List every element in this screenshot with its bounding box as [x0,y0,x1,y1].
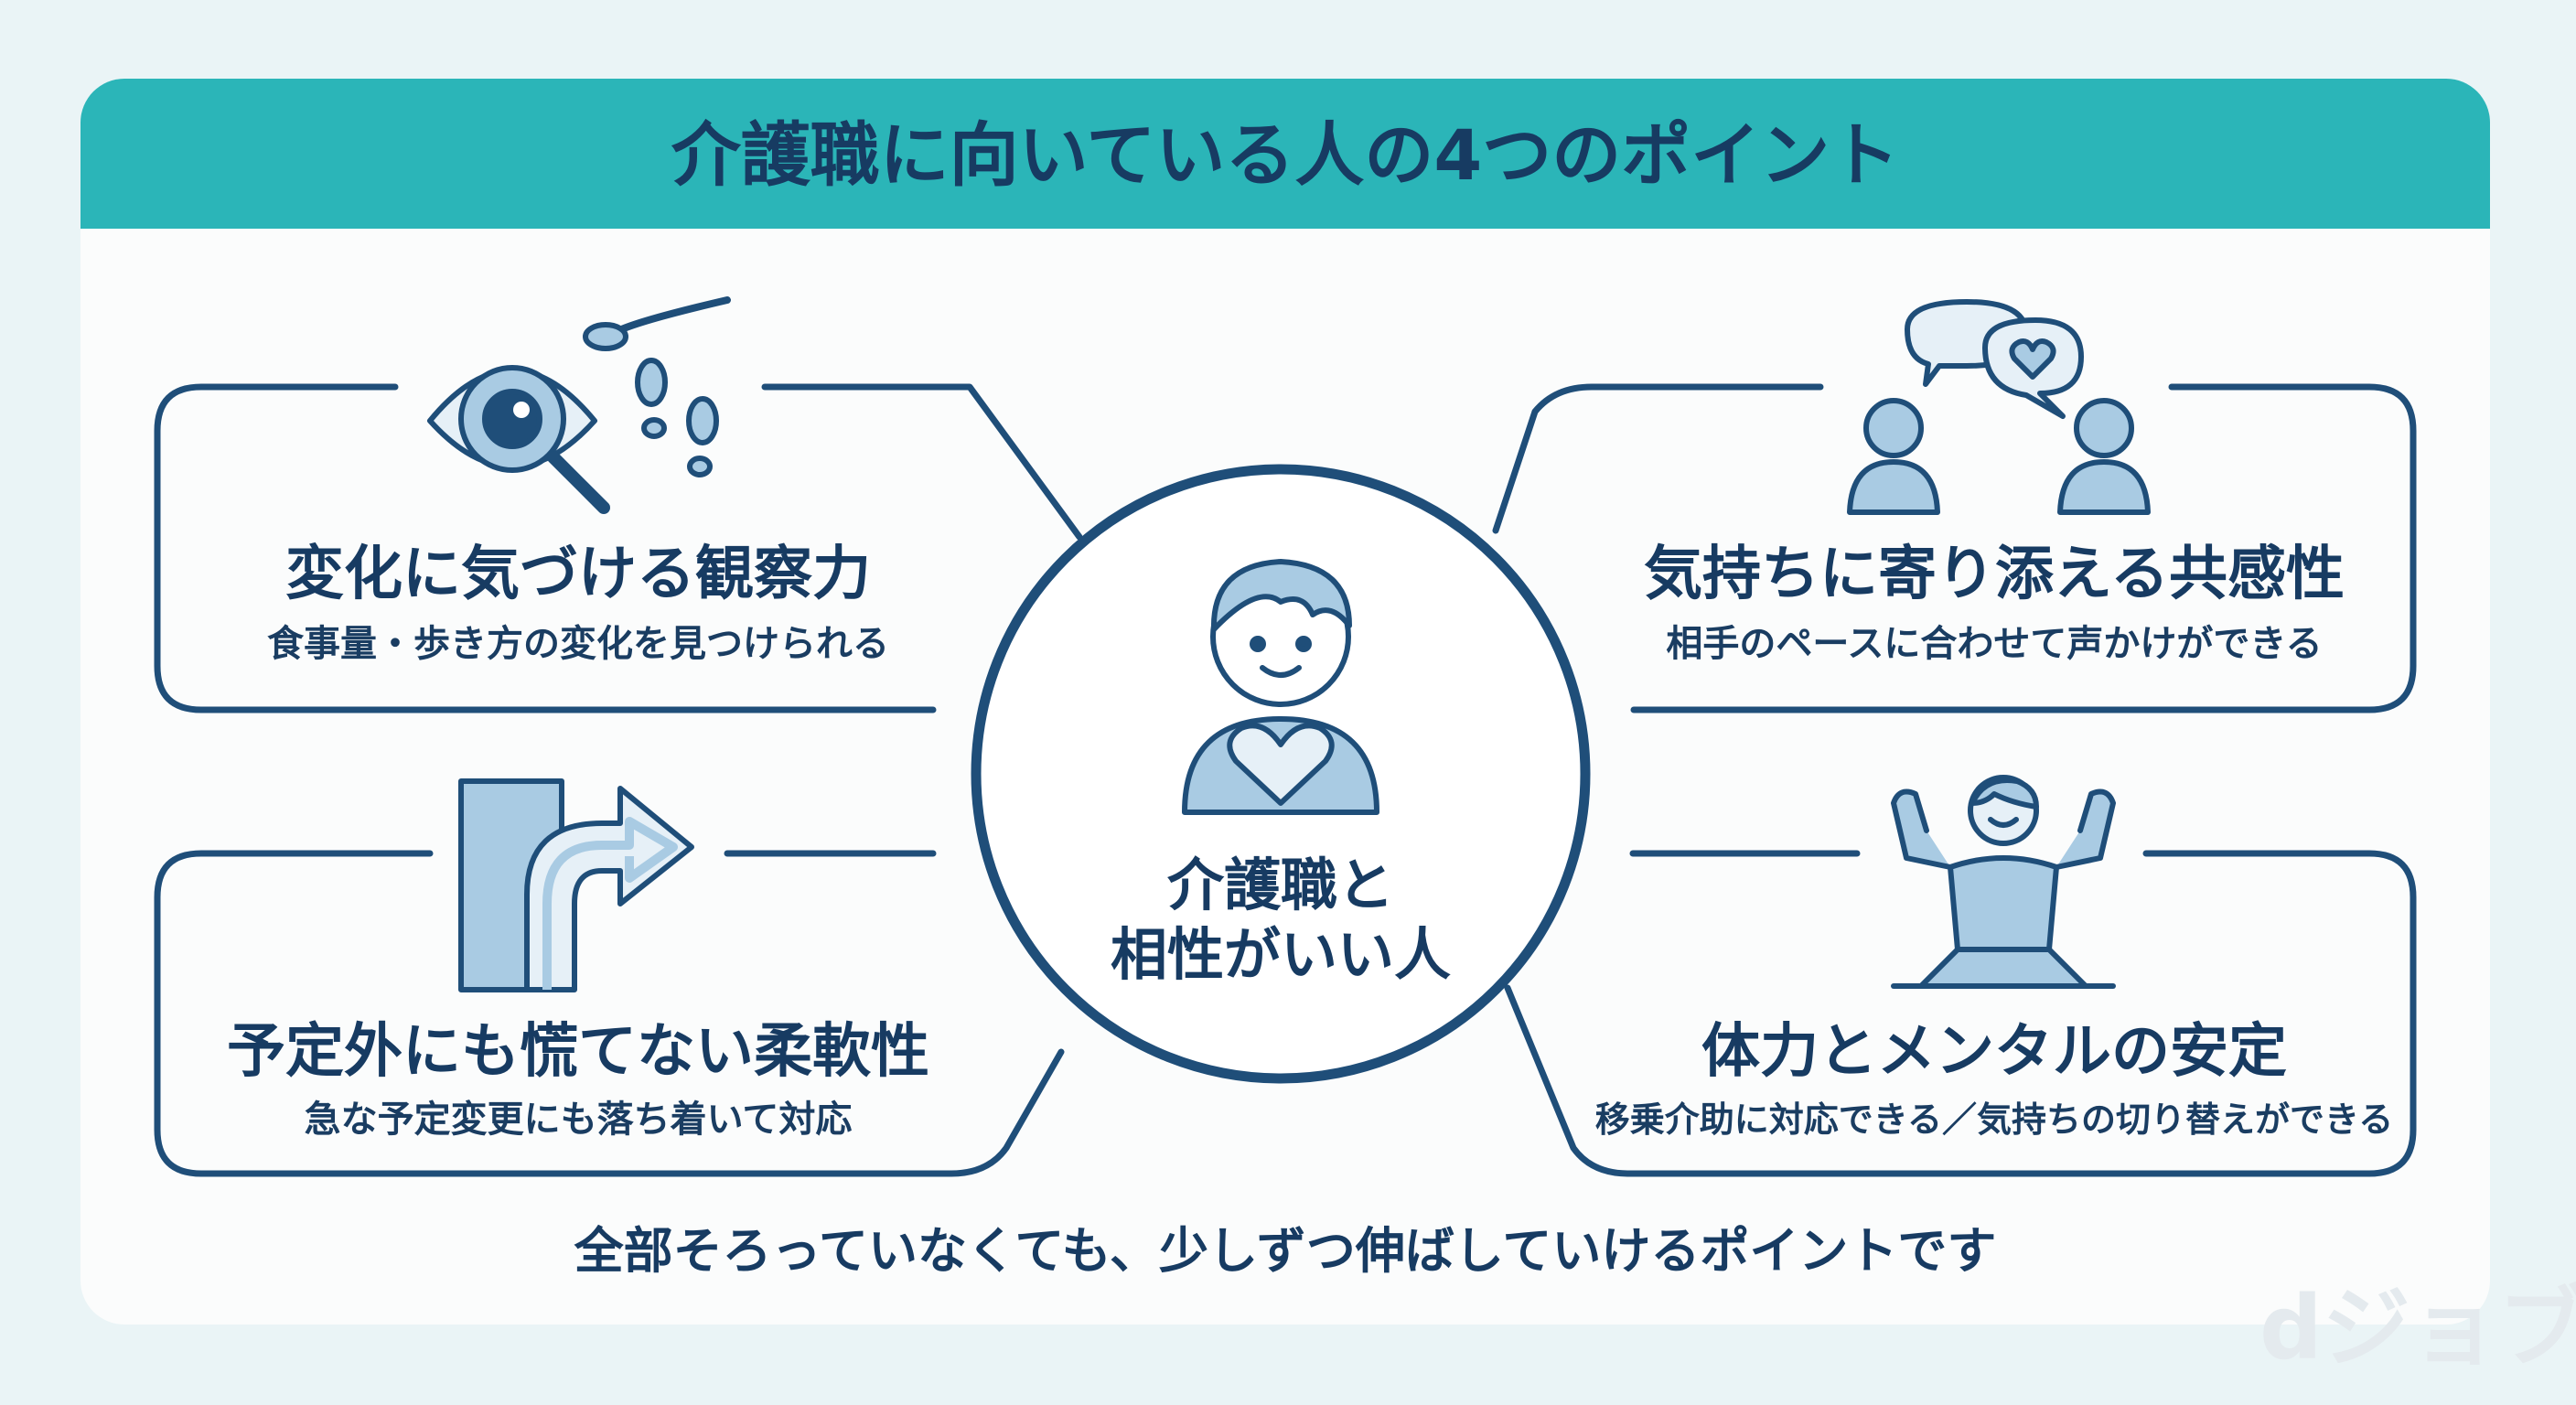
box-top-left-top-right [761,383,1083,541]
point-observation-heading: 変化に気づける観察力 [285,541,871,608]
box-top-right-outline [1492,383,1824,534]
infographic-card [80,79,2490,1325]
point-empathy-description: 相手のペースに合わせて声かけができる [1666,623,2323,665]
watermark-logo: dジョブ [2259,1277,2576,1379]
footer-note: 全部そろっていなくても、少しずつ伸ばしていけるポイントです [574,1222,1997,1280]
box-top-right-right [1630,383,2417,713]
point-empathy-heading: 気持ちに寄り添える共感性 [1643,541,2345,608]
box-bottom-right-right [1504,850,2417,1177]
point-flexibility-description: 急な予定変更にも落ち着いて対応 [304,1099,853,1141]
box-bottom-left-outline [154,850,1065,1177]
strength-flexing-person-icon [1891,775,2116,989]
flexibility-turn-arrow-icon [458,778,694,992]
point-stability-description: 移乗介助に対応できる／気持ちの切り替えができる [1594,1099,2394,1140]
point-flexibility-heading: 予定外にも慌てない柔軟性 [227,1018,929,1086]
box-top-left-outline [154,383,937,713]
center-label-line2: 相性がいい人 [1110,921,1451,988]
point-stability-heading: 体力とメンタルの安定 [1701,1018,2287,1086]
center-person-heart-icon [1182,559,1379,815]
center-label-line1: 介護職と [1166,852,1394,918]
point-observation-description: 食事量・歩き方の変化を見つけられる [267,623,889,665]
title-bar [80,79,2490,229]
observation-eye-icon [427,296,731,514]
empathy-chat-icon [1847,299,2151,515]
page-title: 介護職に向いている人の4つのポイント [671,114,1900,196]
